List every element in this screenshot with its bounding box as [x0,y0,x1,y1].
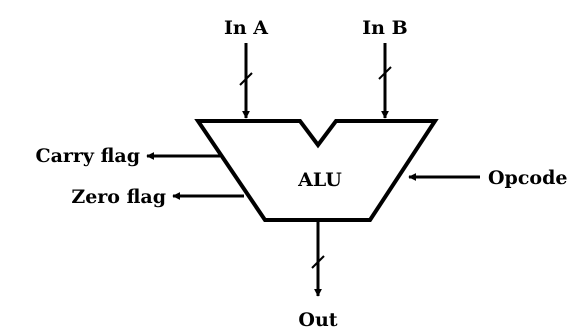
output-bus-mark [311,255,325,269]
output-label: Out [298,309,337,331]
zero-flag-label: Zero flag [71,186,166,208]
input-b-label: In B [362,17,407,39]
carry-flag-label: Carry flag [35,145,140,167]
input-a-label: In A [224,17,268,39]
input-a-bus-mark [239,72,253,86]
alu-label: ALU [297,169,342,191]
input-b-bus-mark [378,66,392,80]
alu-block [194,119,439,222]
opcode-label: Opcode [488,167,567,189]
